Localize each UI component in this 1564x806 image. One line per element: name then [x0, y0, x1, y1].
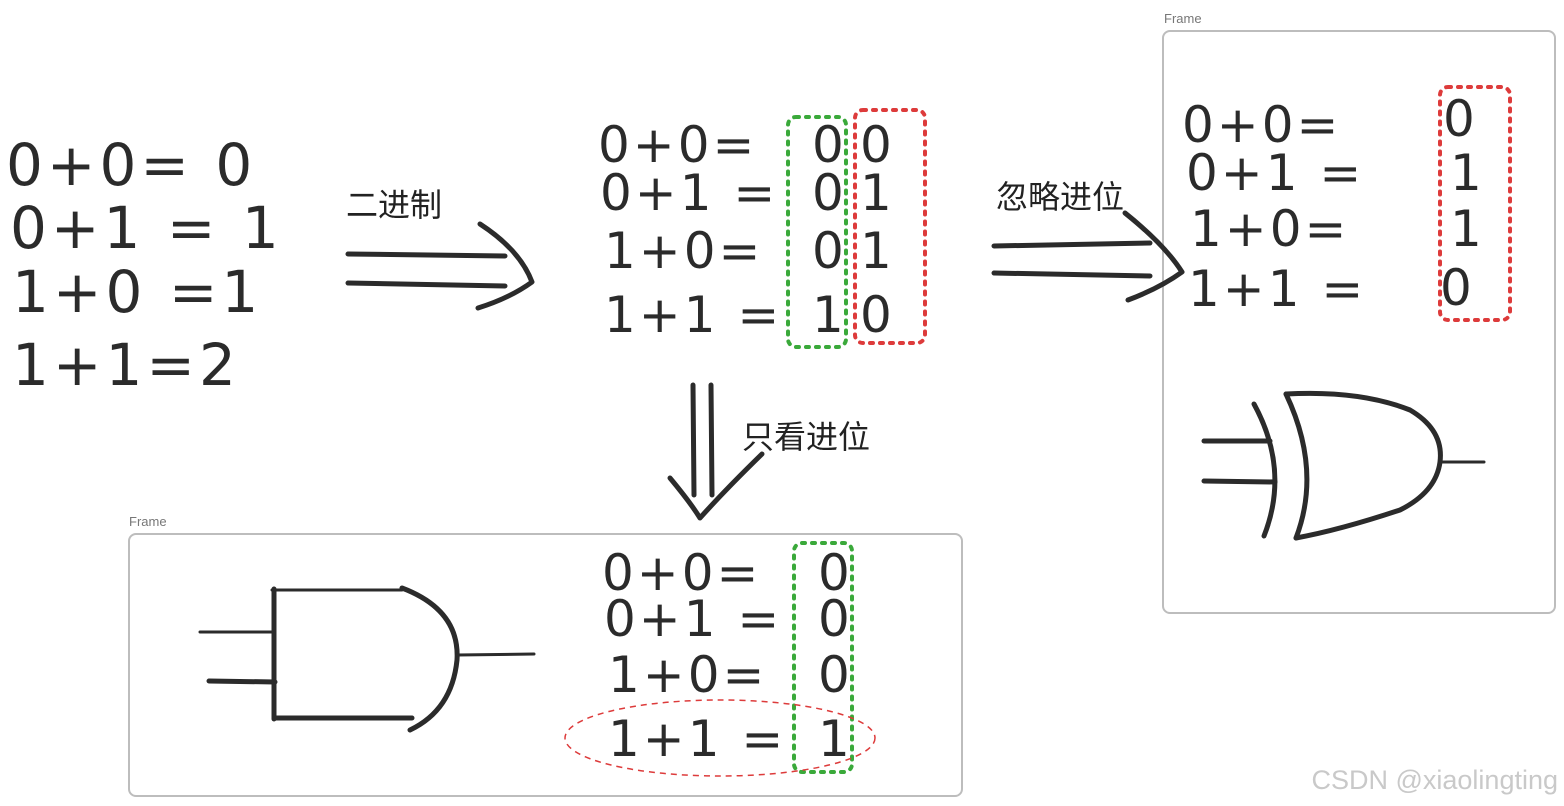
binary-carry-2: 0: [812, 164, 847, 222]
xor-lhs-2: 0+1 =: [1186, 144, 1364, 202]
xor-sum-highlight: [1438, 85, 1512, 322]
and-lhs-3: 1+0=: [608, 646, 767, 704]
and-lhs-4: 1+1 =: [608, 710, 786, 768]
binary-sum-2: 1: [860, 164, 895, 222]
carry-row-highlight: [564, 699, 876, 777]
binary-lhs-1: 0+0=: [598, 116, 757, 174]
xor-sum-3: 1: [1450, 200, 1485, 258]
and-lhs-1: 0+0=: [602, 544, 761, 602]
frame-label-right: Frame: [1164, 11, 1202, 26]
binary-lhs-2: 0+1 =: [600, 164, 778, 222]
decimal-equations: 0+0= 0 0+1 = 1 1+0 =1 1+1=2: [6, 131, 283, 399]
binary-carry-3: 0: [812, 222, 847, 280]
frame-label-bottom: Frame: [129, 514, 167, 529]
binary-equations: 0+0= 0+1 = 1+0= 1+1 = 0 0 0 1 0 1 1 0: [598, 108, 927, 349]
and-carry-3: 0: [818, 646, 853, 704]
binary-carry-4: 1: [812, 286, 847, 344]
binary-sum-4: 0: [860, 286, 895, 344]
decimal-eq-4: 1+1=2: [12, 331, 240, 399]
carry-column-highlight: [786, 115, 848, 349]
and-carry-2: 0: [818, 590, 853, 648]
watermark: CSDN @xiaolingting: [1311, 765, 1558, 795]
binary-sum-1: 0: [860, 116, 895, 174]
and-gate-icon: [198, 585, 536, 733]
sum-column-highlight: [853, 108, 927, 345]
and-carry-4: 1: [818, 710, 853, 768]
label-binary: 二进制: [346, 186, 442, 224]
xor-gate-frame[interactable]: [1162, 30, 1556, 614]
xor-lhs-1: 0+0=: [1182, 96, 1341, 154]
xor-lhs-4: 1+1 =: [1188, 260, 1366, 318]
xor-sum-4: 0: [1440, 259, 1475, 317]
binary-sum-3: 1: [860, 222, 895, 280]
xor-truth-table: 0+0= 0+1 = 1+0= 1+1 = 0 1 1 0: [1182, 85, 1512, 322]
and-gate-frame[interactable]: [128, 533, 963, 797]
label-ignore-carry: 忽略进位: [996, 178, 1124, 216]
decimal-eq-3: 1+0 =1: [12, 258, 262, 326]
and-lhs-2: 0+1 =: [604, 590, 782, 648]
double-arrow-right-icon: [345, 221, 535, 311]
binary-lhs-3: 1+0=: [604, 222, 763, 280]
and-carry-1: 0: [818, 544, 853, 602]
and-carry-highlight: [792, 541, 854, 774]
label-carry-only: 只看进位: [742, 418, 870, 456]
binary-lhs-4: 1+1 =: [604, 286, 782, 344]
double-arrow-right-icon-2: [991, 210, 1185, 303]
decimal-eq-2: 0+1 = 1: [10, 194, 283, 262]
double-arrow-down-icon: [667, 382, 765, 521]
decimal-eq-1: 0+0= 0: [6, 131, 256, 199]
and-truth-table: 0+0= 0+1 = 1+0= 1+1 = 0 0 0 1: [564, 541, 876, 777]
xor-lhs-3: 1+0=: [1190, 200, 1349, 258]
binary-carry-1: 0: [812, 116, 847, 174]
xor-sum-2: 1: [1450, 144, 1485, 202]
xor-gate-icon: [1201, 390, 1486, 541]
xor-sum-1: 0: [1443, 90, 1478, 148]
